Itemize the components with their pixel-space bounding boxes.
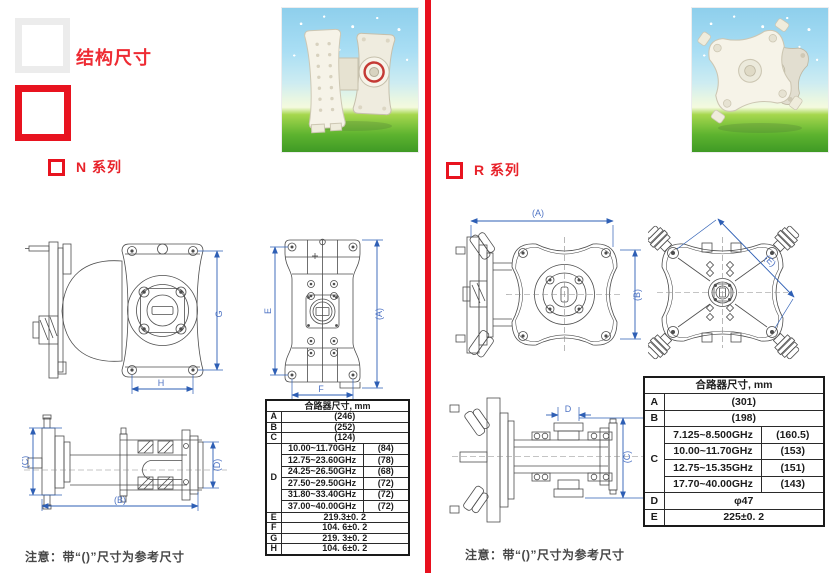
dim-label-rd: D bbox=[565, 404, 572, 414]
n-row-value: 219. 3±0. 2 bbox=[280, 532, 410, 544]
dim-label-d: (D) bbox=[212, 459, 222, 472]
r-series-note: 注意：带“()”尺寸为参考尺寸 bbox=[465, 548, 625, 562]
n-sub-range: 37.00~40.00GHz bbox=[280, 500, 364, 513]
r-top-view-drawing: (E) bbox=[648, 218, 800, 360]
n-series-header: N 系列 bbox=[48, 157, 122, 177]
dim-label-c: (C) bbox=[22, 456, 30, 469]
product-photo-r bbox=[691, 7, 829, 153]
n-sub-value: (68) bbox=[362, 465, 410, 478]
n-row-value: 104. 6±0. 2 bbox=[280, 522, 410, 534]
n-series-label: N 系列 bbox=[76, 159, 122, 175]
n-series-square-icon bbox=[48, 158, 65, 176]
n-row-value: (252) bbox=[280, 421, 410, 433]
r-row-key: B bbox=[643, 409, 665, 427]
r-group-key: C bbox=[643, 426, 665, 493]
dim-label-a: (A) bbox=[374, 308, 384, 320]
n-row-key: G bbox=[265, 532, 282, 544]
dim-label-ra: (A) bbox=[532, 208, 544, 218]
n-group-key: D bbox=[265, 442, 282, 513]
dim-label-rb: (B) bbox=[632, 289, 642, 301]
r-row-value: (301) bbox=[663, 393, 825, 411]
r-sub-range: 17.70~40.00GHz bbox=[663, 475, 763, 493]
n-row-key: A bbox=[265, 411, 282, 423]
dim-label-e: E bbox=[263, 308, 273, 314]
n-sub-range: 10.00~11.70GHz bbox=[280, 442, 364, 455]
n-row-key: E bbox=[265, 511, 282, 523]
n-series-note: 注意：带“()”尺寸为参考尺寸 bbox=[25, 550, 185, 564]
n-front-view-drawing: G H bbox=[25, 241, 224, 394]
n-row-key: F bbox=[265, 522, 282, 534]
n-sub-range: 27.50~29.50GHz bbox=[280, 477, 364, 490]
n-row-key: C bbox=[265, 432, 282, 444]
n-sub-value: (72) bbox=[362, 500, 410, 513]
n-table-title: 合路器尺寸, mm bbox=[265, 399, 410, 412]
dim-label-b: (B) bbox=[114, 495, 126, 505]
n-row-value: (246) bbox=[280, 411, 410, 423]
n-row-value: 219.3±0. 2 bbox=[280, 511, 410, 523]
n-row-key: H bbox=[265, 543, 282, 555]
r-series-square-icon bbox=[446, 161, 463, 179]
r-sub-range: 12.75~15.35GHz bbox=[663, 459, 763, 477]
vertical-divider bbox=[425, 0, 431, 573]
n-sub-range: 31.80~33.40GHz bbox=[280, 488, 364, 501]
r-row-key: D bbox=[643, 492, 665, 510]
n-sub-value: (72) bbox=[362, 477, 410, 490]
r-row-value: (198) bbox=[663, 409, 825, 427]
red-square-icon bbox=[15, 85, 71, 141]
page-title: 结构尺寸 bbox=[76, 48, 152, 68]
n-row-key: B bbox=[265, 421, 282, 433]
n-sub-value: (78) bbox=[362, 454, 410, 467]
n-row-value: (124) bbox=[280, 432, 410, 444]
dim-label-g: G bbox=[214, 310, 224, 317]
r-sub-value: (151) bbox=[761, 459, 825, 477]
r-product-device bbox=[697, 18, 809, 133]
r-sub-range: 10.00~11.70GHz bbox=[663, 442, 763, 460]
r-row-key: A bbox=[643, 393, 665, 411]
n-sub-value: (84) bbox=[362, 442, 410, 455]
n-top-view-drawing: E (A) F bbox=[263, 238, 384, 400]
n-product-device bbox=[304, 28, 396, 134]
r-side-view-drawing: D (C) bbox=[449, 397, 644, 523]
r-row-value: φ47 bbox=[663, 492, 825, 510]
r-series-header: R 系列 bbox=[446, 160, 520, 180]
r-row-value: 225±0. 2 bbox=[663, 508, 825, 527]
dim-label-h: H bbox=[158, 378, 165, 388]
r-sub-range: 7.125~8.500GHz bbox=[663, 426, 763, 444]
r-row-key: E bbox=[643, 508, 665, 527]
gray-square-icon bbox=[15, 18, 70, 73]
n-sub-range: 12.75~23.60GHz bbox=[280, 454, 364, 467]
r-series-label: R 系列 bbox=[474, 162, 520, 178]
dim-label-rc: (C) bbox=[622, 451, 632, 464]
n-sub-value: (72) bbox=[362, 488, 410, 501]
r-front-view-drawing: (A) (B) bbox=[455, 208, 642, 358]
dim-label-f: F bbox=[318, 384, 324, 394]
r-table-title: 合路器尺寸, mm bbox=[643, 376, 825, 394]
r-sub-value: (143) bbox=[761, 475, 825, 493]
product-photo-n bbox=[281, 7, 419, 153]
r-sub-value: (153) bbox=[761, 442, 825, 460]
n-side-view-drawing: (C) (D) (B) bbox=[22, 414, 227, 511]
r-sub-value: (160.5) bbox=[761, 426, 825, 444]
n-row-value: 104. 6±0. 2 bbox=[280, 543, 410, 555]
n-sub-range: 24.25~26.50GHz bbox=[280, 465, 364, 478]
